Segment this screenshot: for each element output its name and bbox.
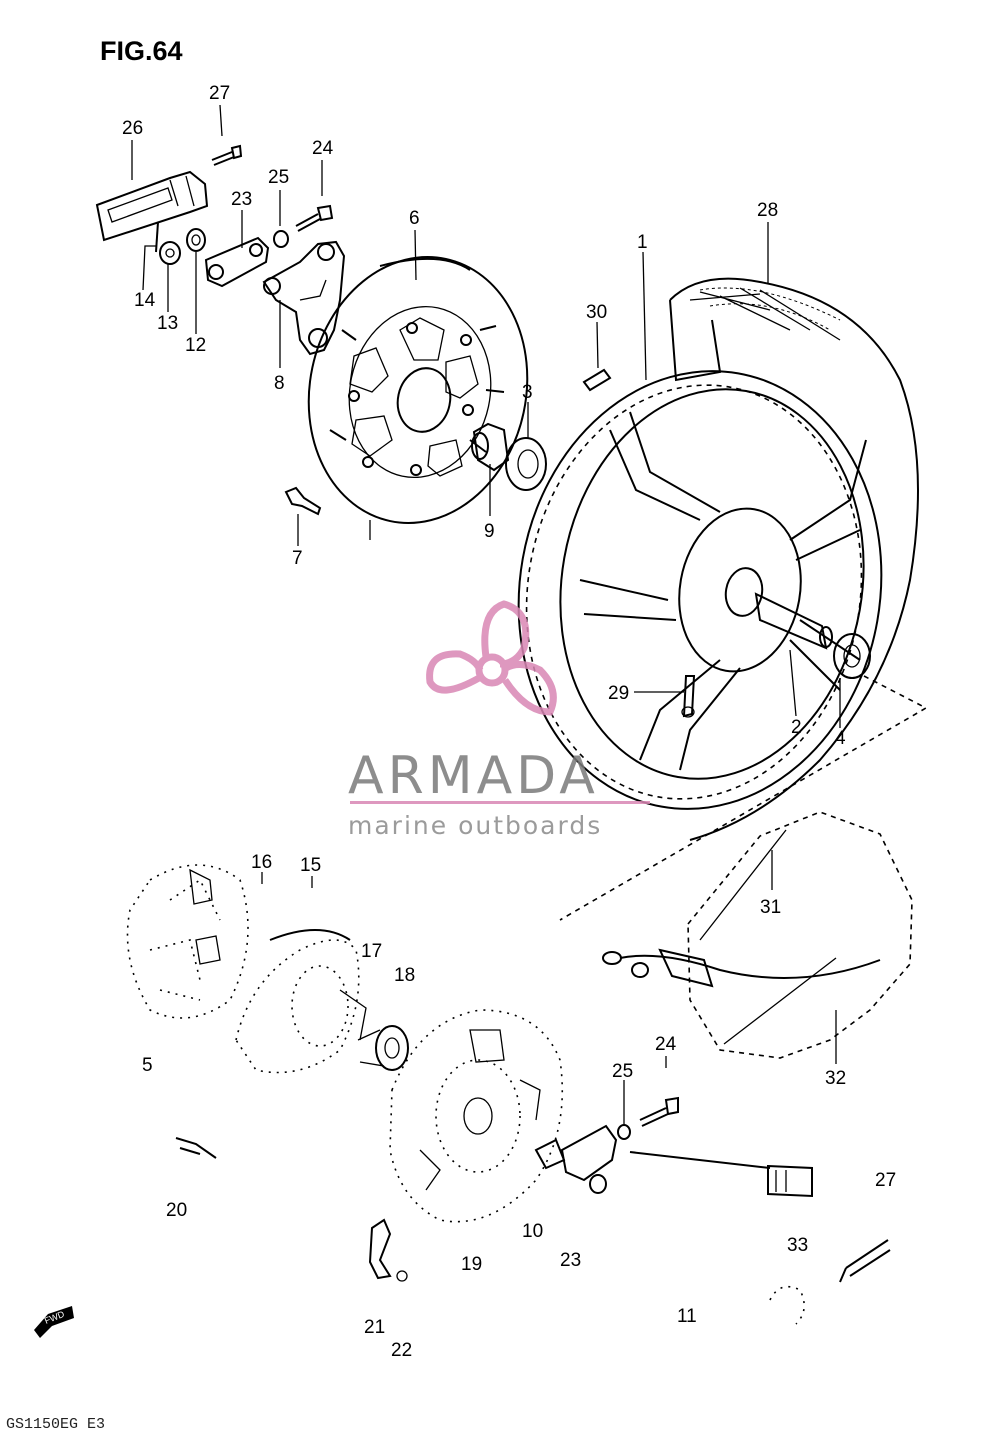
part-18-bearing xyxy=(357,1025,409,1071)
callout-15: 15 xyxy=(300,855,321,876)
callout-6: 6 xyxy=(409,208,420,229)
part-28-tire xyxy=(669,277,919,841)
callout-14: 14 xyxy=(134,290,156,311)
callout-25: 25 xyxy=(268,167,289,188)
watermark-underline xyxy=(350,801,650,804)
part-21-clip xyxy=(368,1218,408,1282)
part-16-damper-set xyxy=(126,864,249,1019)
part-27-bolt xyxy=(211,144,243,166)
callout-labels: 27 26 24 25 23 14 13 12 8 6 28 1 30 3 9 … xyxy=(122,83,896,1361)
part-11-ring xyxy=(769,1285,805,1325)
watermark-tagline: marine outboards xyxy=(348,811,602,840)
callout-7: 7 xyxy=(292,548,303,569)
part-5-hub-carrier xyxy=(235,929,367,1074)
forward-arrow-icon: FWD xyxy=(34,1306,74,1338)
callout-10: 10 xyxy=(522,1221,543,1242)
part-24-bolt xyxy=(295,204,334,232)
part-6-brake-disc xyxy=(307,256,529,540)
callout-16: 16 xyxy=(251,852,272,873)
callout-21: 21 xyxy=(364,1317,385,1338)
part-4-bearing xyxy=(833,633,871,679)
callout-11: 11 xyxy=(677,1306,697,1327)
callout-8: 8 xyxy=(274,373,285,394)
part-25-nut xyxy=(273,230,289,248)
figure-title: FIG.64 xyxy=(100,36,183,66)
callout-1: 1 xyxy=(637,232,648,253)
callout-32: 32 xyxy=(825,1068,846,1089)
callout-24-lower: 24 xyxy=(655,1034,677,1055)
callout-2: 2 xyxy=(791,717,802,738)
callout-17: 17 xyxy=(361,941,382,962)
callout-30: 30 xyxy=(586,302,607,323)
callout-27: 27 xyxy=(209,83,230,104)
part-31-cable xyxy=(602,948,881,988)
callout-4: 4 xyxy=(835,728,846,749)
part-13-nut xyxy=(159,241,181,265)
leader-lines xyxy=(131,104,841,1124)
callout-33: 33 xyxy=(787,1235,808,1256)
callout-3: 3 xyxy=(522,382,533,403)
callout-26: 26 xyxy=(122,118,143,139)
callout-24: 24 xyxy=(312,138,334,159)
callout-25-lower: 25 xyxy=(612,1061,633,1082)
callout-19: 19 xyxy=(461,1254,482,1275)
callout-9: 9 xyxy=(484,521,495,542)
part-24-bolt-lower xyxy=(639,1096,679,1127)
watermark-brand: ARMADA xyxy=(348,746,599,806)
watermark-logo: ARMADA marine outboards xyxy=(348,600,650,840)
callout-29: 29 xyxy=(608,683,629,704)
part-30-valve-cap xyxy=(582,368,612,392)
callout-13: 13 xyxy=(157,313,178,334)
axle-centerline xyxy=(559,675,928,921)
part-27-lower-stop xyxy=(767,1164,813,1198)
callout-18: 18 xyxy=(394,965,415,986)
part-26-adjuster-plate xyxy=(95,170,209,242)
part-12-washer xyxy=(186,228,206,252)
part-23-adjuster xyxy=(204,236,270,288)
propeller-icon xyxy=(426,600,557,716)
part-32-chain-case xyxy=(687,811,913,1059)
part-7-disc-bolt xyxy=(284,486,322,516)
callout-27-lower: 27 xyxy=(875,1170,896,1191)
callout-22: 22 xyxy=(391,1340,412,1361)
callout-28: 28 xyxy=(757,200,778,221)
part-19-sprocket xyxy=(389,1009,564,1223)
part-29-air-valve xyxy=(681,675,696,718)
part-1-rear-wheel xyxy=(517,370,883,810)
part-3-bearing xyxy=(505,437,547,491)
callout-12: 12 xyxy=(185,335,206,356)
part-8-caliper-bracket xyxy=(262,240,346,356)
part-25-nut-lower xyxy=(617,1124,631,1140)
callout-23-lower: 23 xyxy=(560,1250,581,1271)
part-23-adjuster-lower xyxy=(560,1124,618,1194)
part-33-cotter-pin xyxy=(839,1239,891,1283)
callout-31: 31 xyxy=(760,897,781,918)
callout-20: 20 xyxy=(166,1200,187,1221)
part-14-pin xyxy=(155,221,159,253)
part-20-bolt xyxy=(175,1137,217,1159)
part-9-spacer xyxy=(471,422,510,472)
callout-5: 5 xyxy=(142,1055,153,1076)
figure-footer-code: GS1150EG E3 xyxy=(6,1416,105,1433)
callout-23: 23 xyxy=(231,189,252,210)
torque-rod xyxy=(629,1151,771,1169)
